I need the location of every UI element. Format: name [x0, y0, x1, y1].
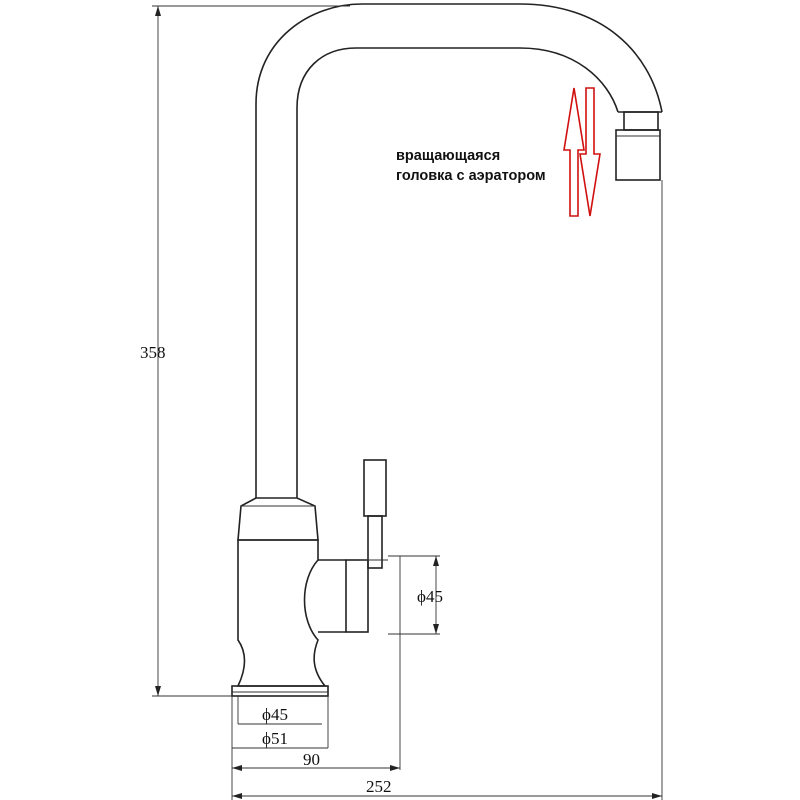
faucet-body: [231, 497, 329, 697]
dimension-height: [152, 5, 350, 697]
dimension-base-diameters: [231, 180, 663, 800]
width-label: 252: [366, 777, 392, 796]
faucet-spout: [255, 3, 663, 498]
handle-diameter-label: ϕ45: [417, 587, 443, 606]
reach-label: 90: [303, 750, 320, 769]
handle: [318, 459, 388, 633]
height-label: 358: [140, 343, 166, 362]
base-d45-label: ϕ45: [262, 705, 288, 724]
base-d51-label: ϕ51: [262, 729, 288, 748]
rotation-arrows-icon: [563, 87, 601, 217]
caption-line2: головка с аэратором: [396, 168, 546, 184]
caption-line1: вращающаяся: [396, 148, 500, 164]
dimension-handle-diameter: [388, 555, 440, 635]
aerator-head: [615, 111, 661, 181]
